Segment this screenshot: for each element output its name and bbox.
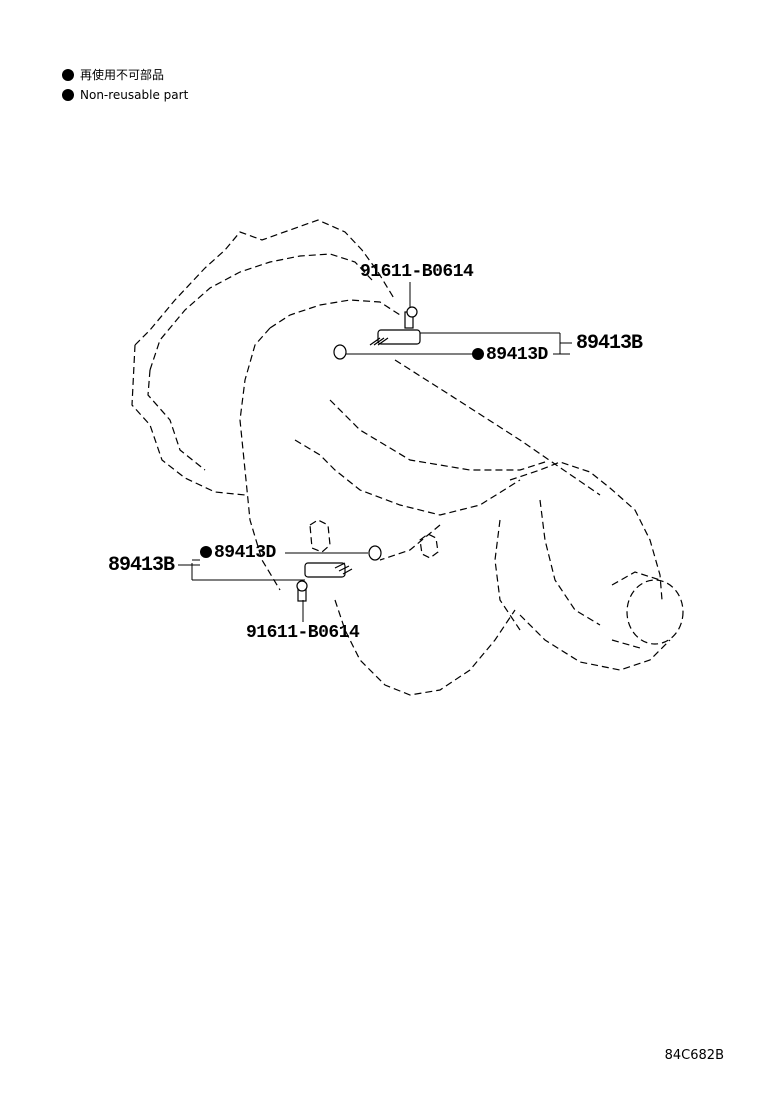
non-reusable-dot-icon	[200, 546, 212, 559]
legend-label-english: Non-reusable part	[80, 88, 189, 102]
callout-top-bolt[interactable]: 91611-B0614	[360, 262, 474, 282]
callout-bottom-sensor[interactable]: 89413B	[108, 554, 175, 577]
transmission-housing	[131, 219, 684, 696]
callout-bottom-bolt[interactable]: 91611-B0614	[246, 623, 360, 643]
non-reusable-dot-icon	[472, 348, 484, 361]
non-reusable-dot-icon	[62, 89, 74, 101]
callout-top-oring[interactable]: 89413D	[486, 345, 548, 365]
legend-row-english: Non-reusable part	[62, 88, 188, 102]
leader-lines	[178, 282, 572, 622]
legend-row-japanese: 再使用不可部品	[62, 66, 164, 83]
legend-label-japanese: 再使用不可部品	[80, 68, 165, 82]
diagram-id: 84C682B	[664, 1048, 724, 1063]
callout-top-oring-group: 89413D	[472, 345, 548, 365]
bottom-sensor-drawing	[296, 545, 382, 602]
callout-bottom-oring[interactable]: 89413D	[214, 543, 276, 563]
callout-top-sensor[interactable]: 89413B	[576, 332, 643, 355]
top-sensor-drawing	[333, 306, 421, 360]
callout-bottom-oring-group: 89413D	[200, 543, 276, 563]
non-reusable-dot-icon	[62, 68, 74, 81]
